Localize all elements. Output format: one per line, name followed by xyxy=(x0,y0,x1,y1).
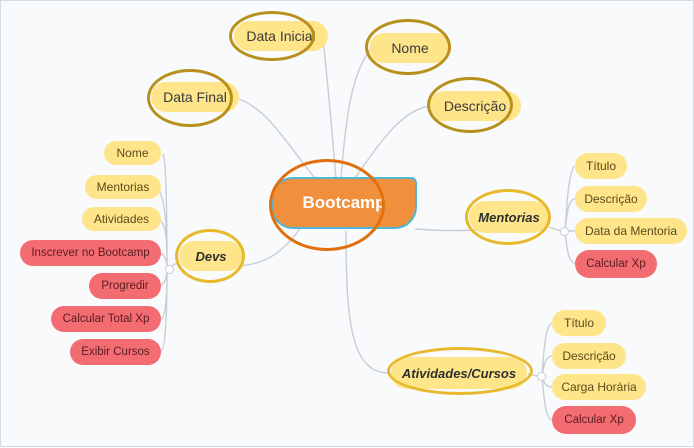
devs-item-exibir-cursos[interactable]: Exibir Cursos xyxy=(70,339,161,365)
topic-descricao[interactable]: Descrição xyxy=(429,91,521,121)
topic-data-final-label: Data Final xyxy=(163,89,227,105)
collapse-toggle-mentorias[interactable] xyxy=(560,227,569,236)
topic-data-inicial[interactable]: Data Inicial xyxy=(234,21,328,51)
mentorias-item-descricao[interactable]: Descrição xyxy=(575,186,647,212)
link-nome xyxy=(340,48,372,180)
mentorias-item-label: Calcular Xp xyxy=(586,258,646,270)
link-devs xyxy=(232,226,302,267)
branch-devs[interactable]: Devs xyxy=(179,241,243,271)
devs-item-label: Progredir xyxy=(101,280,149,292)
mentorias-item-label: Título xyxy=(585,159,616,173)
link-atividades-children xyxy=(541,322,553,421)
atividades-item-descricao[interactable]: Descrição xyxy=(552,343,626,369)
link-descricao xyxy=(352,105,430,182)
branch-mentorias[interactable]: Mentorias xyxy=(469,201,549,233)
devs-item-inscrever[interactable]: Inscrever no Bootcamp xyxy=(20,240,161,266)
topic-nome[interactable]: Nome xyxy=(369,33,451,63)
atividades-item-label: Descrição xyxy=(562,349,616,363)
devs-item-atividades[interactable]: Atividades xyxy=(82,207,161,231)
collapse-toggle-devs[interactable] xyxy=(165,265,174,274)
central-topic-bootcamp[interactable]: Bootcamp xyxy=(271,177,417,229)
mentorias-item-label: Data da Mentoria xyxy=(584,224,678,238)
topic-descricao-label: Descrição xyxy=(443,98,507,114)
link-devs-children xyxy=(154,153,168,352)
central-topic-label: Bootcamp xyxy=(302,193,386,212)
topic-data-inicial-label: Data Inicial xyxy=(246,28,316,44)
link-atividades xyxy=(345,230,388,374)
atividades-item-calcular-xp[interactable]: Calcular Xp xyxy=(552,406,636,434)
collapse-toggle-atividades[interactable] xyxy=(537,372,546,381)
atividades-item-label: Carga Horária xyxy=(561,380,637,394)
mentorias-item-data[interactable]: Data da Mentoria xyxy=(575,218,687,244)
link-mentorias-children xyxy=(564,165,576,264)
topic-data-final[interactable]: Data Final xyxy=(151,82,239,112)
topic-nome-label: Nome xyxy=(391,40,429,56)
devs-item-label: Inscrever no Bootcamp xyxy=(31,247,150,259)
devs-item-nome[interactable]: Nome xyxy=(104,141,161,165)
devs-item-calcular-total-xp[interactable]: Calcular Total Xp xyxy=(51,306,161,332)
mentorias-item-label: Descrição xyxy=(584,192,638,206)
devs-item-label: Calcular Total Xp xyxy=(62,313,150,325)
branch-atividades-cursos[interactable]: Atividades/Cursos xyxy=(391,357,527,389)
mentorias-item-titulo[interactable]: Título xyxy=(575,153,627,179)
branch-mentorias-label: Mentorias xyxy=(478,209,540,225)
devs-item-progredir[interactable]: Progredir xyxy=(89,273,161,299)
branch-devs-label: Devs xyxy=(195,248,227,264)
devs-item-label: Mentorias xyxy=(96,180,150,194)
atividades-item-titulo[interactable]: Título xyxy=(552,310,606,336)
devs-item-label: Atividades xyxy=(93,212,150,226)
atividades-item-label: Calcular Xp xyxy=(564,414,624,426)
devs-item-label: Nome xyxy=(116,146,149,160)
atividades-item-label: Título xyxy=(563,316,594,330)
mentorias-item-calcular-xp[interactable]: Calcular Xp xyxy=(575,250,657,278)
atividades-item-carga-horaria[interactable]: Carga Horária xyxy=(552,374,646,400)
link-data-final xyxy=(238,98,320,184)
link-data-inicial xyxy=(322,40,337,180)
branch-atividades-label: Atividades/Cursos xyxy=(401,365,517,381)
devs-item-label: Exibir Cursos xyxy=(81,346,150,358)
devs-item-mentorias[interactable]: Mentorias xyxy=(85,175,161,199)
